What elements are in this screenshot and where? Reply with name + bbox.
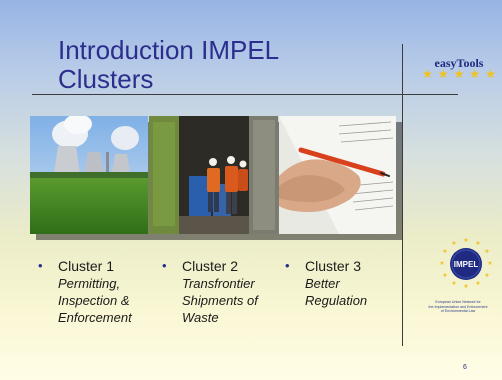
svg-text:★: ★ xyxy=(439,260,444,267)
logo-text: IMPEL xyxy=(454,260,479,269)
horizontal-rule xyxy=(32,94,458,95)
svg-text:★: ★ xyxy=(442,248,447,255)
svg-text:★: ★ xyxy=(487,260,492,267)
cluster-description-line: Transfrontier xyxy=(182,276,255,291)
star-icon: ★ xyxy=(437,67,449,81)
bullet-icon: • xyxy=(162,258,167,273)
cluster-3-bullet: • Cluster 3 Better Regulation xyxy=(285,258,395,309)
cluster-heading: Cluster 2 xyxy=(182,258,239,274)
svg-text:★: ★ xyxy=(484,272,489,279)
svg-text:★: ★ xyxy=(475,280,480,287)
svg-text:★: ★ xyxy=(451,280,456,287)
slide-title-line2: Clusters xyxy=(58,64,154,94)
vertical-rule xyxy=(402,44,403,346)
cluster-heading: Cluster 3 xyxy=(305,258,362,274)
svg-text:★: ★ xyxy=(463,237,468,244)
cluster-description-line: Inspection & xyxy=(58,293,130,308)
cluster-description-line: Regulation xyxy=(305,293,368,308)
cluster-1-bullet: • Cluster 1 Permitting, Inspection & Enf… xyxy=(38,258,156,326)
cluster-description-line: Enforcement xyxy=(58,310,132,325)
slide-title: Introduction IMPEL Clusters xyxy=(58,36,378,94)
svg-text:★: ★ xyxy=(442,272,447,279)
cluster-description-line: Permitting, xyxy=(58,276,121,291)
container-inspection-photo xyxy=(149,116,278,234)
logo-caption-line: the Implementation and Enforcement xyxy=(428,304,488,309)
brand-name: easyTools xyxy=(434,56,484,70)
logo-caption-line: European Union Network for xyxy=(435,300,481,304)
slide-title-line1: Introduction IMPEL xyxy=(58,35,280,65)
easytools-brand: easyTools xyxy=(422,54,496,72)
power-plant-photo xyxy=(30,116,148,234)
photo-strip xyxy=(30,116,396,234)
svg-text:★: ★ xyxy=(451,240,456,247)
svg-text:★: ★ xyxy=(463,283,468,290)
cluster-description-line: Waste xyxy=(182,310,219,325)
page-number: 6 xyxy=(463,364,467,371)
brand-stars: ★ ★ ★ ★ ★ xyxy=(422,68,496,80)
bullet-icon: • xyxy=(38,258,43,273)
cluster-heading: Cluster 1 xyxy=(58,258,115,274)
bullet-icon: • xyxy=(285,258,290,273)
cluster-description-line: Shipments of xyxy=(182,293,258,308)
cluster-2-bullet: • Cluster 2 Transfrontier Shipments of W… xyxy=(162,258,280,326)
svg-text:★: ★ xyxy=(484,248,489,255)
cluster-description-line: Better xyxy=(305,276,340,291)
writing-document-photo xyxy=(279,116,396,234)
svg-text:★: ★ xyxy=(475,240,480,247)
logo-caption: European Union Network for the Implement… xyxy=(418,300,498,314)
star-icon: ★ xyxy=(453,67,465,81)
star-icon: ★ xyxy=(422,67,433,81)
star-icon: ★ xyxy=(469,67,481,81)
star-icon: ★ xyxy=(485,67,496,81)
logo-caption-line: of Environmental Law xyxy=(440,309,476,314)
impel-logo: ★ ★ ★ ★ ★ ★ ★ ★ ★ ★ ★ ★ IMPEL xyxy=(434,236,498,296)
